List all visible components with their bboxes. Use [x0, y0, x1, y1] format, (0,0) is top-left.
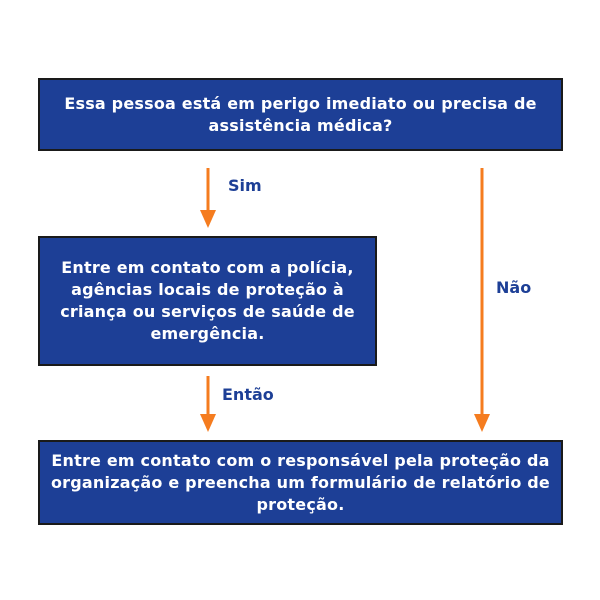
emergency-contact-text: Entre em contato com a polícia, agências…	[60, 258, 355, 343]
then-arrow-head	[200, 414, 216, 432]
yes-arrow	[200, 168, 216, 228]
emergency-contact-box: Entre em contato com a polícia, agências…	[38, 236, 377, 366]
no-arrow-head	[474, 414, 490, 432]
question-text: Essa pessoa está em perigo imediato ou p…	[64, 93, 537, 135]
safeguarding-report-text: Entre em contato com o responsável pela …	[50, 450, 550, 514]
safeguarding-report-box: Entre em contato com o responsável pela …	[38, 440, 563, 525]
yes-arrow-head	[200, 210, 216, 228]
then-arrow	[200, 376, 216, 432]
no-arrow	[474, 168, 490, 432]
no-label: Não	[496, 278, 532, 297]
yes-label: Sim	[228, 176, 262, 195]
then-label: Então	[222, 385, 274, 404]
question-box: Essa pessoa está em perigo imediato ou p…	[38, 78, 563, 151]
